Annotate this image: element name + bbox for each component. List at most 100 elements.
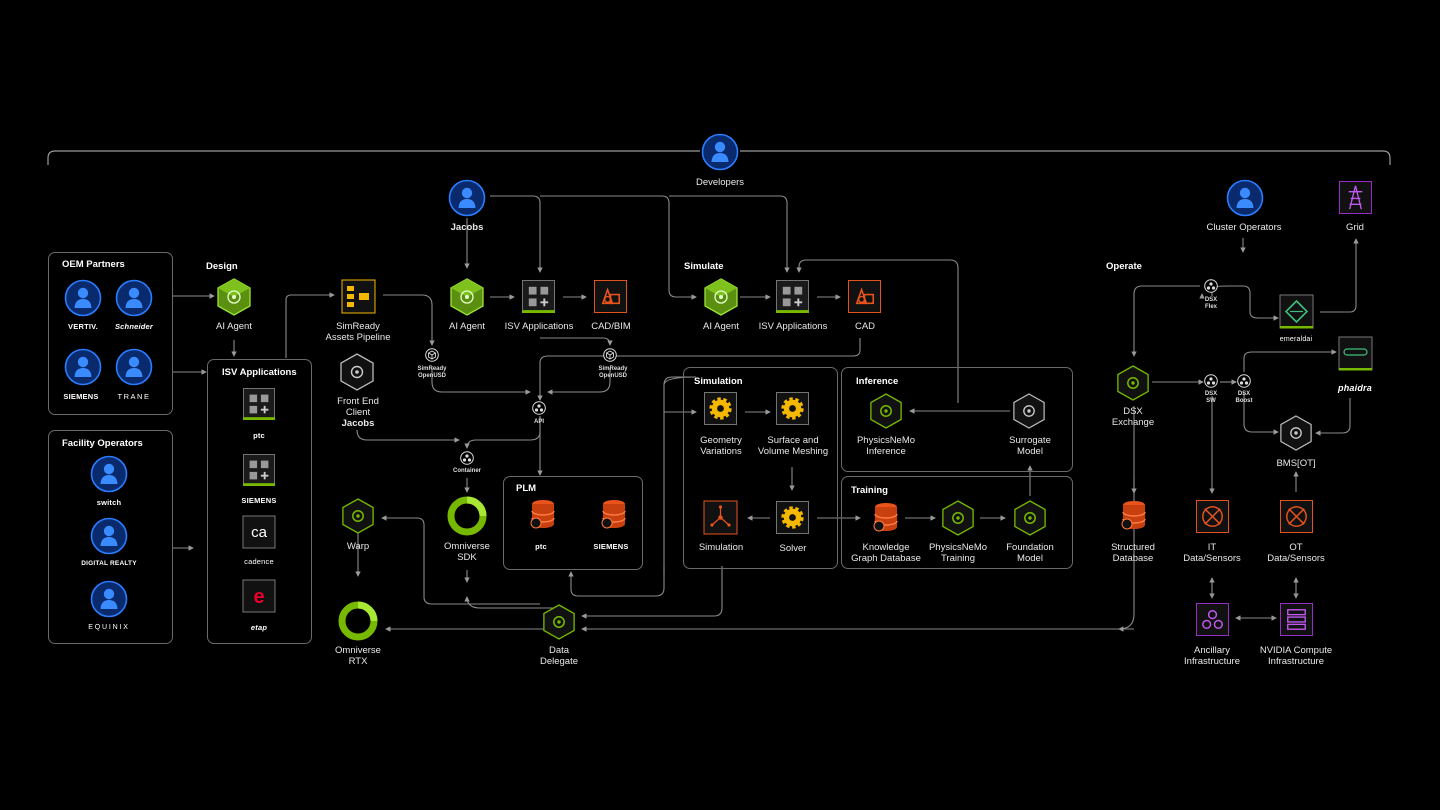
- bms-ot-icon: [1280, 415, 1312, 451]
- isv-apps-1-label: ISV Applications: [504, 321, 574, 332]
- plm-group: [503, 476, 643, 570]
- inference-group: [841, 367, 1073, 472]
- facility-operators-group: [48, 430, 173, 644]
- api-label: API: [533, 419, 545, 425]
- svg-text:ca: ca: [251, 524, 268, 541]
- grid-label: Grid: [1346, 222, 1364, 233]
- developers-label: Developers: [695, 177, 745, 188]
- simready-openusd-icon: [603, 348, 617, 362]
- schneider-logo: Schneider: [114, 322, 154, 331]
- jacobs-person-icon: [448, 179, 486, 217]
- switch-logo: switch: [96, 498, 122, 507]
- training-group: [841, 476, 1073, 569]
- jacobs-label: Jacobs: [450, 222, 484, 233]
- container-icon: [460, 451, 474, 465]
- jacobs-ai-agent-label: AI Agent: [449, 321, 485, 332]
- data-delegate-icon: [543, 604, 575, 640]
- bms-ot-label: BMS[OT]: [1276, 458, 1316, 469]
- emeraldai-logo: emeraldai: [1279, 336, 1313, 343]
- container-label: Container: [452, 468, 482, 474]
- isv-applications-title: ISV Applications: [222, 367, 297, 378]
- training-title: Training: [851, 485, 888, 496]
- sim-ai-agent-label: AI Agent: [703, 321, 739, 332]
- solver-label: Solver: [779, 543, 807, 554]
- isv-applications-group: [207, 359, 312, 644]
- simulate-ai-agent-icon: [704, 278, 738, 316]
- front-end-client-icon: [340, 353, 374, 391]
- design-ai-agent-label: AI Agent: [216, 321, 252, 332]
- warp-icon: [342, 498, 374, 534]
- cad-bim-label: CAD/BIM: [591, 321, 631, 332]
- cluster-operators-label: Cluster Operators: [1206, 222, 1282, 233]
- digital-realty-logo: DIGITAL REALTY: [81, 560, 137, 567]
- simulation-label: Simulation: [698, 542, 744, 553]
- oem-partners-title: OEM Partners: [62, 259, 125, 270]
- inference-title: Inference: [856, 376, 899, 387]
- facility-operators-title: Facility Operators: [62, 438, 143, 449]
- trane-logo: TRANE: [117, 392, 151, 401]
- emeraldai-icon: [1279, 294, 1314, 329]
- simulation-icon: [703, 500, 738, 535]
- omniverse-sdk-icon: [451, 500, 483, 532]
- isv-cadence-icon: ca: [242, 515, 276, 549]
- oem-partners-group: [48, 252, 173, 415]
- cluster-operators-person-icon: [1226, 179, 1264, 217]
- isv-ptc-logo: ptc: [253, 431, 265, 440]
- jacobs-ai-agent-icon: [450, 278, 484, 316]
- dsx-boost-icon: [1237, 374, 1251, 388]
- simready-pipeline-icon: [341, 279, 376, 314]
- vertiv-logo: VERTIV.: [68, 322, 98, 331]
- plm-title: PLM: [516, 483, 537, 494]
- connections: [172, 195, 1359, 632]
- structured-database-icon: [1121, 500, 1146, 530]
- omniverse-rtx-icon: [342, 605, 374, 637]
- it-sensors-icon: [1196, 500, 1229, 533]
- isv-apps-icon: [522, 280, 555, 313]
- isv-apps-icon: [776, 280, 809, 313]
- equinix-logo: EQUINIX: [88, 624, 130, 631]
- simready-openusd-icon: [425, 348, 439, 362]
- ancillary-infrastructure-icon: [1196, 603, 1229, 636]
- cad-label: CAD: [854, 321, 876, 332]
- operate-section-title: Operate: [1106, 261, 1142, 272]
- api-icon: [532, 401, 546, 415]
- developers-person-icon: [701, 133, 739, 171]
- plm-ptc-logo: ptc: [535, 542, 547, 551]
- isv-etap-logo: etap: [250, 623, 268, 632]
- ot-sensors-icon: [1280, 500, 1313, 533]
- isv-apps-2-label: ISV Applications: [758, 321, 828, 332]
- svg-text:e: e: [253, 586, 264, 608]
- dsx-sw-icon: [1204, 374, 1218, 388]
- isv-cadence-logo: cadence: [244, 557, 274, 566]
- simulation-title: Simulation: [694, 376, 743, 387]
- grid-icon: [1339, 181, 1372, 214]
- isv-etap-icon: e: [242, 579, 276, 613]
- isv-siemens-logo: SIEMENS: [241, 496, 277, 505]
- cad-icon: [848, 280, 881, 313]
- simulate-section-title: Simulate: [684, 261, 724, 272]
